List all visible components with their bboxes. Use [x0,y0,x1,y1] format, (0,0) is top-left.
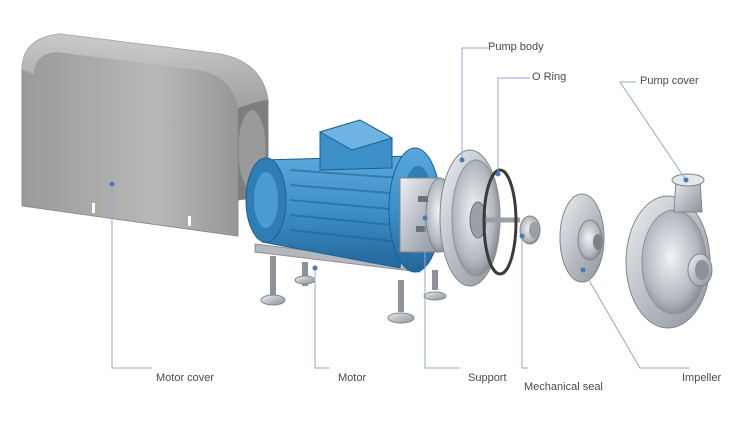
pump-cover-part [625,173,713,329]
leader-impeller [582,269,690,369]
leader-mechanical-seal [521,236,528,369]
label-mechanical-seal: Mechanical seal [524,381,603,393]
label-pump-cover: Pump cover [640,75,699,87]
leader-motor-cover [111,184,152,369]
impeller-part [559,193,605,283]
leader-pump-body [461,47,488,160]
support-frame-part [254,243,447,324]
pump-body-part [439,149,520,287]
leader-lines [111,47,690,369]
leader-motor [314,268,330,369]
label-motor-cover: Motor cover [156,372,215,384]
label-o-ring: O Ring [532,71,567,83]
leader-pump-cover [619,81,687,181]
motor-cover-part [21,33,269,237]
label-motor: Motor [338,372,367,384]
leader-o-ring [497,77,530,174]
leader-support [424,218,460,369]
label-pump-body: Pump body [488,41,544,53]
label-impeller: Impeller [682,372,722,384]
o-ring-part [482,168,518,276]
mechanical-seal-part [519,215,541,245]
label-support: Support [468,372,507,384]
leader-dots [109,157,689,273]
